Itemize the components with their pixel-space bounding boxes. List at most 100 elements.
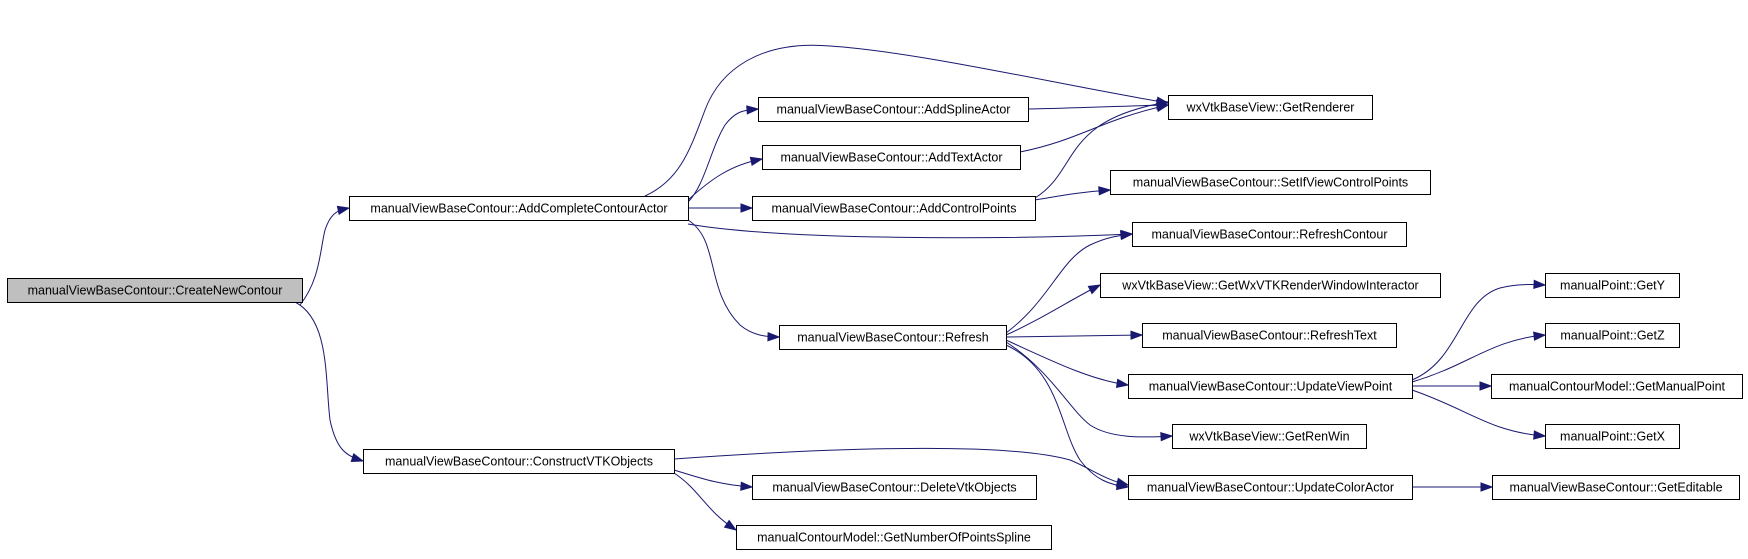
arrowhead-icon bbox=[1160, 431, 1174, 442]
node-label: wxVtkBaseView::GetRenWin bbox=[1188, 430, 1349, 444]
function-node-addSplineActor[interactable]: manualViewBaseContour::AddSplineActor bbox=[758, 97, 1029, 122]
edge-line bbox=[687, 219, 780, 338]
arrowhead-icon bbox=[1480, 482, 1494, 492]
edge-line bbox=[673, 447, 1129, 486]
arrowhead-icon bbox=[1479, 381, 1493, 391]
function-node-constructVTKObjects[interactable]: manualViewBaseContour::ConstructVTKObjec… bbox=[363, 449, 675, 474]
arrowhead-icon bbox=[749, 156, 764, 166]
function-node-getNumberOfPointsSpline[interactable]: manualContourModel::GetNumberOfPointsSpl… bbox=[736, 525, 1052, 550]
call-edge-updateViewPoint-to-getZ bbox=[1411, 331, 1547, 383]
node-label: manualContourModel::GetNumberOfPointsSpl… bbox=[757, 531, 1031, 545]
call-edge-refresh-to-getRenWin bbox=[1005, 341, 1174, 442]
node-label: manualViewBaseContour::RefreshText bbox=[1162, 329, 1377, 343]
node-box bbox=[1128, 374, 1413, 399]
node-label: manualViewBaseContour::UpdateViewPoint bbox=[1149, 380, 1393, 394]
node-box bbox=[762, 145, 1021, 170]
function-node-getEditable[interactable]: manualViewBaseContour::GetEditable bbox=[1492, 475, 1740, 500]
edge-line bbox=[687, 223, 1133, 239]
arrowhead-icon bbox=[740, 203, 754, 213]
node-box bbox=[1545, 424, 1680, 449]
call-edges bbox=[294, 44, 1547, 531]
call-edge-constructVTKObjects-to-deleteVtkObjects bbox=[673, 469, 754, 491]
node-label: manualViewBaseContour::Refresh bbox=[797, 331, 989, 345]
edge-line bbox=[1005, 334, 1143, 338]
function-node-getX[interactable]: manualPoint::GetX bbox=[1545, 424, 1680, 449]
function-node-addCompleteContourActor[interactable]: manualViewBaseContour::AddCompleteContou… bbox=[349, 196, 689, 221]
edge-line bbox=[644, 44, 1169, 197]
function-node-getRenderer[interactable]: wxVtkBaseView::GetRenderer bbox=[1168, 95, 1373, 120]
call-edge-updateColorActor-to-getEditable bbox=[1412, 482, 1494, 492]
function-node-refreshContour[interactable]: manualViewBaseContour::RefreshContour bbox=[1132, 222, 1407, 247]
call-edge-addTextActor-to-getRenderer bbox=[1019, 102, 1170, 153]
function-node-addTextActor[interactable]: manualViewBaseContour::AddTextActor bbox=[762, 145, 1021, 170]
arrowhead-icon bbox=[1087, 284, 1102, 295]
arrowhead-icon bbox=[350, 453, 365, 463]
edge-line bbox=[1411, 389, 1546, 437]
arrowhead-icon bbox=[746, 105, 760, 115]
call-edge-constructVTKObjects-to-updateColorActor bbox=[673, 447, 1130, 487]
node-box bbox=[1545, 273, 1680, 298]
call-edge-refresh-to-refreshText bbox=[1005, 330, 1144, 340]
function-node-createNewContour: manualViewBaseContour::CreateNewContour bbox=[7, 278, 303, 303]
edge-line bbox=[1005, 341, 1173, 438]
edge-line bbox=[1411, 334, 1546, 383]
function-node-refreshText[interactable]: manualViewBaseContour::RefreshText bbox=[1142, 323, 1397, 348]
call-edge-addControlPoints-to-getRenderer bbox=[1034, 99, 1170, 199]
node-label: manualContourModel::GetManualPoint bbox=[1509, 380, 1726, 394]
function-node-refresh[interactable]: manualViewBaseContour::Refresh bbox=[779, 325, 1007, 350]
node-label: wxVtkBaseView::GetRenderer bbox=[1186, 101, 1355, 115]
call-edge-refresh-to-getWxVTKRenderWindowInteractor bbox=[1005, 284, 1102, 336]
call-edge-addCompleteContourActor-to-refresh bbox=[687, 219, 781, 342]
arrowhead-icon bbox=[740, 481, 754, 491]
node-box bbox=[779, 325, 1007, 350]
call-edge-refresh-to-updateViewPoint bbox=[1005, 339, 1130, 388]
call-edge-updateViewPoint-to-getY bbox=[1411, 279, 1547, 381]
node-box bbox=[752, 475, 1037, 500]
function-node-getRenWin[interactable]: wxVtkBaseView::GetRenWin bbox=[1172, 424, 1367, 449]
node-label: manualPoint::GetX bbox=[1560, 430, 1666, 444]
function-node-setIfViewControlPoints[interactable]: manualViewBaseContour::SetIfViewControlP… bbox=[1110, 170, 1431, 195]
call-edge-addCompleteContourActor-to-addSplineActor bbox=[687, 105, 760, 203]
function-node-updateViewPoint[interactable]: manualViewBaseContour::UpdateViewPoint bbox=[1128, 374, 1413, 399]
edge-line bbox=[687, 158, 763, 201]
edge-line bbox=[1005, 284, 1101, 336]
call-edge-updateViewPoint-to-getX bbox=[1411, 389, 1547, 440]
arrowhead-icon bbox=[336, 205, 351, 216]
function-nodes: manualViewBaseContour::CreateNewContourm… bbox=[7, 95, 1743, 550]
call-edge-addCompleteContourActor-to-refreshContour bbox=[687, 223, 1134, 240]
node-label: manualViewBaseContour::ConstructVTKObjec… bbox=[385, 455, 653, 469]
edge-line bbox=[1019, 104, 1169, 153]
edge-line bbox=[1005, 233, 1133, 334]
node-label: manualViewBaseContour::GetEditable bbox=[1509, 481, 1722, 495]
arrowhead-icon bbox=[1533, 279, 1547, 290]
function-node-updateColorActor[interactable]: manualViewBaseContour::UpdateColorActor bbox=[1128, 475, 1413, 500]
arrowhead-icon bbox=[1120, 230, 1134, 241]
node-box bbox=[752, 196, 1036, 221]
node-box bbox=[1128, 475, 1413, 500]
function-node-addControlPoints[interactable]: manualViewBaseContour::AddControlPoints bbox=[752, 196, 1036, 221]
call-edge-updateViewPoint-to-getManualPoint bbox=[1412, 381, 1493, 391]
function-node-getManualPoint[interactable]: manualContourModel::GetManualPoint bbox=[1491, 374, 1743, 399]
function-node-deleteVtkObjects[interactable]: manualViewBaseContour::DeleteVtkObjects bbox=[752, 475, 1037, 500]
edge-line bbox=[299, 207, 350, 306]
edge-line bbox=[1411, 283, 1546, 381]
node-box bbox=[1142, 323, 1397, 348]
node-box bbox=[1100, 273, 1441, 298]
arrowhead-icon bbox=[767, 332, 781, 342]
edge-line bbox=[673, 472, 737, 531]
function-node-getWxVTKRenderWindowInteractor[interactable]: wxVtkBaseView::GetWxVTKRenderWindowInter… bbox=[1100, 273, 1441, 298]
function-node-getY[interactable]: manualPoint::GetY bbox=[1545, 273, 1680, 298]
call-edge-createNewContour-to-constructVTKObjects bbox=[294, 301, 365, 463]
node-label: manualViewBaseContour::AddSplineActor bbox=[777, 103, 1011, 117]
node-box bbox=[1491, 374, 1743, 399]
arrowhead-icon bbox=[1098, 186, 1112, 196]
node-label: manualViewBaseContour::AddControlPoints bbox=[771, 202, 1016, 216]
edge-line bbox=[673, 469, 753, 488]
call-edge-addSplineActor-to-getRenderer bbox=[1027, 100, 1170, 110]
arrowhead-icon bbox=[1155, 99, 1170, 109]
node-box bbox=[758, 97, 1029, 122]
node-box bbox=[1545, 323, 1680, 348]
arrowhead-icon bbox=[1533, 331, 1547, 341]
function-node-getZ[interactable]: manualPoint::GetZ bbox=[1545, 323, 1680, 348]
